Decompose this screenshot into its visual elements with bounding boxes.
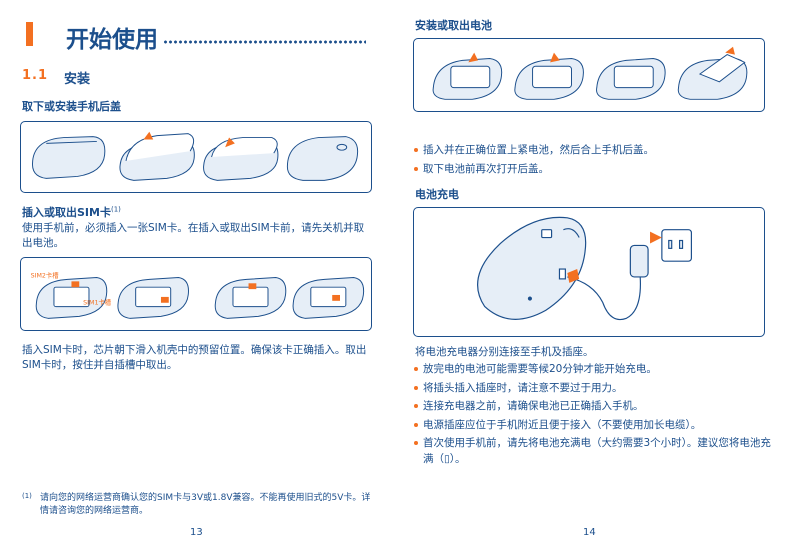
charging-bullet-list: 放完电的电池可能需要等候20分钟才能开始充电。 将插头插入插座时，请注意不要过于… xyxy=(413,360,773,467)
sim-heading: 插入或取出SIM卡(1) xyxy=(22,204,121,220)
section-number: 1.1 xyxy=(22,68,49,83)
footnote-mark: (1) xyxy=(22,492,32,500)
sim-heading-footnote-ref: (1) xyxy=(110,205,121,214)
sim-intro: 使用手机前，必须插入一张SIM卡。在插入或取出SIM卡前，请先关机并取出电池。 xyxy=(22,222,365,249)
charging-intro: 将电池充电器分别连接至手机及插座。 xyxy=(415,346,594,358)
section-title: 安装 xyxy=(64,72,91,87)
chapter-title: 开始使用 xyxy=(66,27,158,53)
charging-bullet: 电源插座应位于手机附近且便于接入（不要使用加长电缆）。 xyxy=(413,416,773,435)
battery-heading: 安装或取出电池 xyxy=(415,19,492,32)
charging-illustration xyxy=(477,216,692,321)
charging-bullet: 放完电的电池可能需要等候20分钟才能开始充电。 xyxy=(413,360,773,379)
charging-figure xyxy=(413,207,765,337)
charging-bullet: 首次使用手机前，请先将电池充满电（大约需要3个小时）。建议您将电池充满（▯）。 xyxy=(413,434,773,467)
battery-bullet: 取下电池前再次打开后盖。 xyxy=(413,160,773,179)
back-cover-figure xyxy=(20,121,372,193)
charging-bullet: 将插头插入插座时，请注意不要过于用力。 xyxy=(413,379,773,398)
chapter-marker xyxy=(26,22,33,46)
sim-figure: SIM2卡槽 SIM1卡槽 xyxy=(20,257,372,331)
battery-figure xyxy=(413,38,765,112)
back-cover-heading: 取下或安装手机后盖 xyxy=(22,100,121,113)
page-number-left: 13 xyxy=(190,527,203,538)
charging-heading: 电池充电 xyxy=(415,188,459,201)
chapter-title-leader xyxy=(163,40,366,44)
sim-heading-text: 插入或取出SIM卡 xyxy=(22,206,111,219)
charging-bullet: 连接充电器之前，请确保电池已正确插入手机。 xyxy=(413,397,773,416)
sim1-slot-label: SIM1卡槽 xyxy=(83,298,112,307)
footnote: 请向您的网络运营商确认您的SIM卡与3V或1.8V兼容。不能再使用旧式的5V卡。… xyxy=(40,493,371,516)
battery-bullet-list: 插入并在正确位置上紧电池，然后合上手机后盖。 取下电池前再次打开后盖。 xyxy=(413,141,773,178)
back-cover-illustration xyxy=(31,131,359,181)
page-number-right: 14 xyxy=(583,527,596,538)
battery-bullet: 插入并在正确位置上紧电池，然后合上手机后盖。 xyxy=(413,141,773,160)
left-page: 开始使用 1.1 安装 取下或安装手机后盖 xyxy=(20,22,372,538)
right-page: 安装或取出电池 插入并在正确位置上紧电池，然后合上手机后盖。 取下电池前再次打开… xyxy=(393,0,786,559)
sim-instruction: 插入SIM卡时，芯片朝下滑入机壳中的预留位置。确保该卡正确插入。取出SIM卡时，… xyxy=(22,344,367,371)
sim2-slot-label: SIM2卡槽 xyxy=(31,270,60,279)
sim-illustration: SIM2卡槽 SIM1卡槽 xyxy=(31,270,365,319)
battery-illustration xyxy=(432,46,748,100)
